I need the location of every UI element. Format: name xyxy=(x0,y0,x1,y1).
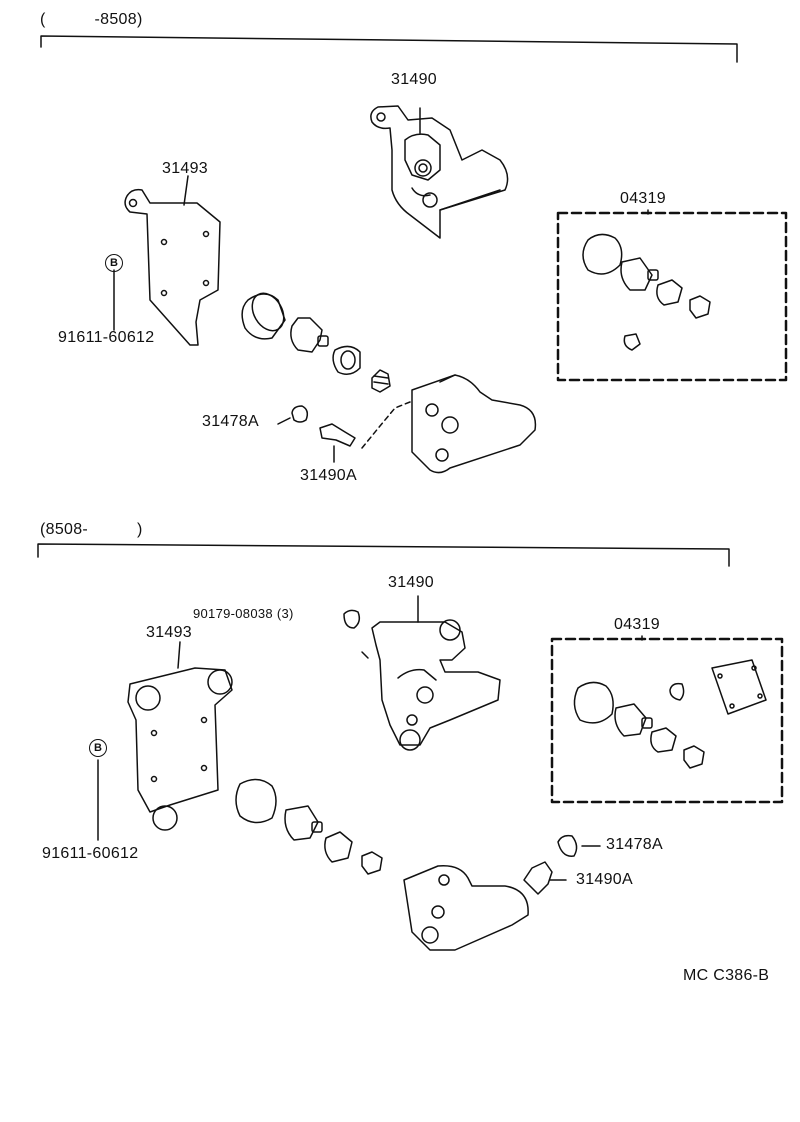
part-04319-label-bottom: 04319 xyxy=(614,616,660,633)
bolt-marker-bottom: B xyxy=(89,739,107,757)
section-1-bracket-line xyxy=(40,35,738,63)
kit-parts-bottom xyxy=(573,659,767,769)
piston-parts-top xyxy=(241,292,391,463)
part-04319-label-top: 04319 xyxy=(620,190,666,207)
part-90179-label-bottom: 90179-08038 (3) xyxy=(193,606,294,621)
piston-parts-bottom xyxy=(235,778,383,875)
part-31478a-label-top: 31478A xyxy=(202,413,259,430)
part-31490a-label-bottom: 31490A xyxy=(576,871,633,888)
part-31490a-label-top: 31490A xyxy=(300,467,357,484)
bolt-marker-top: B xyxy=(105,254,123,272)
section-2-bracket-line xyxy=(37,543,730,567)
nut-bottom xyxy=(343,609,361,629)
part-31490-label-bottom: 31490 xyxy=(388,574,434,591)
kit-parts-top xyxy=(582,233,711,351)
cylinder-assembly-bottom xyxy=(371,595,501,751)
part-31493-label-bottom: 31493 xyxy=(146,624,192,641)
cylinder-body-bottom xyxy=(403,865,529,951)
part-31478a-label-bottom: 31478A xyxy=(606,836,663,853)
bracket-top xyxy=(113,175,221,346)
dashed-guide-top xyxy=(361,401,411,449)
part-31490-label-top: 31490 xyxy=(391,71,437,88)
kit-box-bottom xyxy=(550,637,784,804)
part-91611-label-bottom: 91611-60612 xyxy=(42,845,139,862)
section-1-range-label: ( -8508) xyxy=(40,11,143,28)
part-31493-label-top: 31493 xyxy=(162,160,208,177)
kit-box-top xyxy=(556,211,788,382)
cylinder-assembly-top xyxy=(370,105,509,239)
cylinder-body-top xyxy=(411,374,537,474)
cap-bottom xyxy=(557,834,578,857)
section-2-range-label: (8508- ) xyxy=(40,521,143,538)
bracket-bottom xyxy=(97,641,233,841)
bleeder-bottom xyxy=(523,861,553,895)
part-91611-label-top: 91611-60612 xyxy=(58,329,155,346)
diagram-code: MC C386-B xyxy=(683,967,770,984)
